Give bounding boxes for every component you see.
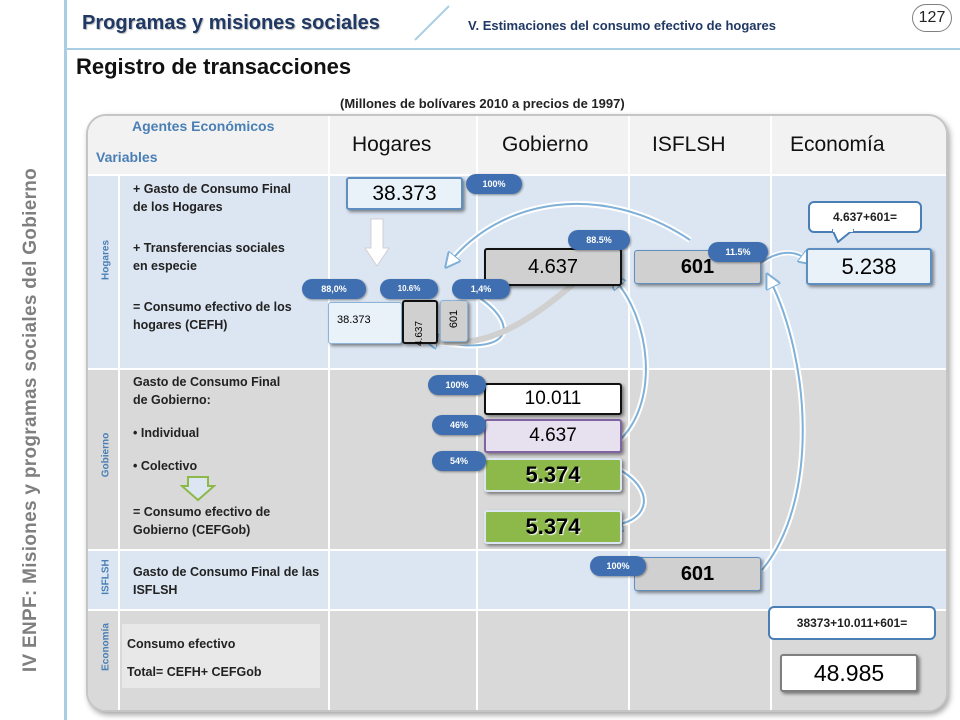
box-gob-colectivo: 5.374 bbox=[484, 458, 622, 492]
economia-label-panel bbox=[122, 624, 320, 688]
col-head-economia: Economía bbox=[790, 133, 885, 156]
page-number: 127 bbox=[912, 4, 952, 32]
var-gob-gasto: Gasto de Consumo Final de Gobierno: bbox=[133, 375, 281, 407]
box-gob-individual: 4.637 bbox=[484, 419, 622, 453]
pill-isflsh-gasto: 100% bbox=[590, 556, 646, 576]
box-econ-total: 48.985 bbox=[780, 654, 918, 692]
var-gob-individual: • Individual bbox=[133, 426, 200, 440]
pill-hog-gasto: 100% bbox=[466, 174, 522, 194]
col-head-isflsh: ISFLSH bbox=[652, 133, 726, 156]
grid-col-0 bbox=[118, 174, 120, 710]
grid-col-3 bbox=[628, 116, 630, 710]
header-title: Programas y misiones sociales bbox=[82, 12, 380, 34]
var-hog-transf: + Transferencias sociales en especie bbox=[133, 241, 285, 273]
box-cefh-isflsh: 601 bbox=[440, 300, 468, 342]
grid-col-1 bbox=[328, 116, 330, 710]
box-hog-gasto: 38.373 bbox=[346, 177, 463, 210]
grid-col-4 bbox=[770, 116, 772, 710]
var-econ-total: Total= CEFH+ CEFGob bbox=[127, 665, 262, 679]
grid-col-2 bbox=[476, 116, 478, 710]
box-cefh-hog: 38.373 bbox=[328, 302, 402, 344]
left-divider bbox=[64, 0, 67, 720]
pill-gob-total: 100% bbox=[428, 375, 486, 395]
col-head-hogares: Hogares bbox=[352, 133, 432, 156]
callout-tail-icon bbox=[832, 229, 854, 243]
header-band bbox=[88, 116, 946, 174]
agents-label: Agentes Económicos bbox=[132, 118, 275, 134]
pill-cefh-isflsh: 1,4% bbox=[452, 279, 510, 299]
cefh-gob-value: 4.637 bbox=[414, 320, 426, 347]
box-transf-gob: 4.637 bbox=[484, 248, 622, 286]
box-isflsh-gasto: 601 bbox=[634, 557, 761, 591]
arrow-isflsh-gasto-to-transf bbox=[759, 278, 806, 572]
pill-cefh-hog: 88,0% bbox=[302, 279, 366, 299]
header-subtitle: V. Estimaciones del consumo efectivo de … bbox=[468, 18, 777, 33]
callout-transf-formula: 4.637+601= bbox=[808, 201, 922, 233]
grid-row-2 bbox=[88, 549, 946, 551]
grid-row-1 bbox=[88, 368, 946, 370]
grid-row-3 bbox=[88, 609, 946, 611]
callout-total-formula: 38373+10.011+601= bbox=[768, 606, 936, 640]
var-econ-consumo: Consumo efectivo bbox=[127, 637, 236, 651]
cefh-isflsh-value: 601 bbox=[447, 309, 460, 329]
pill-gob-colectivo: 54% bbox=[432, 451, 486, 471]
pill-cefh-gob: 10.6% bbox=[380, 279, 438, 299]
var-hog-gasto: + Gasto de Consumo Final de los Hogares bbox=[133, 182, 292, 214]
var-gob-colectivo: • Colectivo bbox=[133, 459, 198, 473]
header-divider bbox=[64, 48, 960, 50]
pill-gob-individual: 46% bbox=[432, 415, 486, 435]
white-down-arrow-icon bbox=[364, 218, 390, 267]
pill-gob-share: 88.5% bbox=[568, 230, 630, 250]
arrow-gob-to-cefh bbox=[429, 277, 580, 346]
variables-label: Variables bbox=[96, 149, 158, 165]
box-gob-total: 10.011 bbox=[484, 383, 622, 415]
var-isflsh-gasto: Gasto de Consumo Final de las ISFLSH bbox=[133, 565, 320, 597]
units-label: (Millones de bolívares 2010 a precios de… bbox=[340, 96, 625, 111]
col-head-gobierno: Gobierno bbox=[502, 133, 589, 156]
var-gob-cefgob: = Consumo efectivo de Gobierno (CEFGob) bbox=[133, 505, 271, 537]
var-hog-cefh: = Consumo efectivo de los hogares (CEFH) bbox=[133, 300, 292, 332]
down-arrow-icon bbox=[180, 476, 216, 502]
box-cefh-gob: 4.637 bbox=[402, 300, 438, 347]
box-cefgob: 5.374 bbox=[484, 510, 622, 544]
pill-isflsh-share: 11.5% bbox=[708, 242, 768, 262]
section-title: Registro de transacciones bbox=[76, 54, 352, 79]
box-econ-transf: 5.238 bbox=[806, 248, 932, 285]
band-isflsh bbox=[88, 549, 946, 609]
